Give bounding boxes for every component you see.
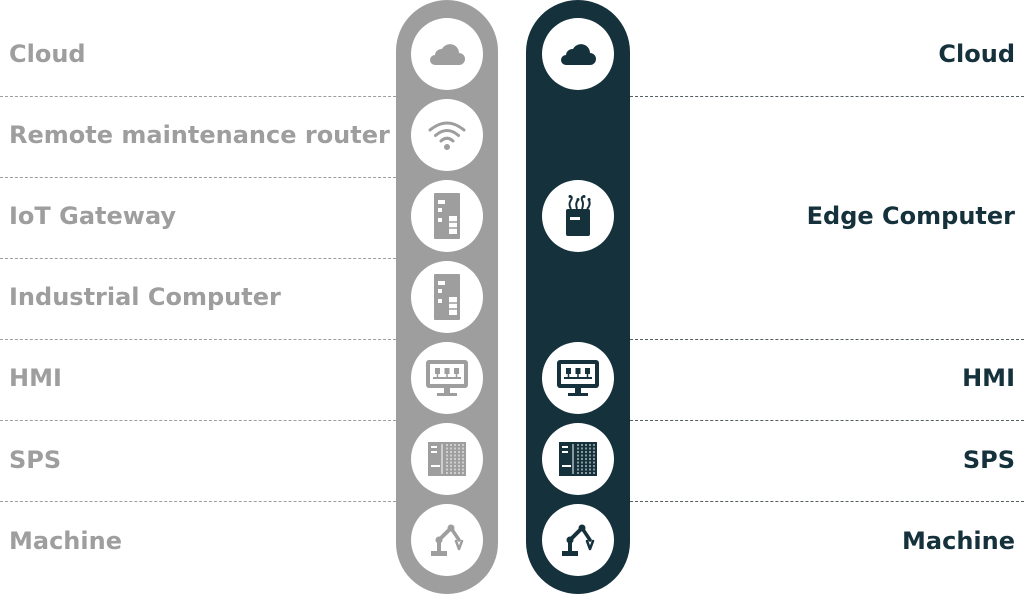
right-divider-3: [630, 420, 1024, 421]
right-label-cloud: Cloud: [938, 40, 1015, 68]
cloud-icon: [561, 44, 596, 65]
left-label-machine: Machine: [9, 527, 122, 555]
left-node-sps: [411, 423, 483, 495]
left-divider-4: [0, 339, 396, 340]
left-node-router: [411, 99, 483, 171]
edge-computer-icon: [566, 195, 591, 236]
left-divider-6: [0, 501, 396, 502]
left-divider-5: [0, 420, 396, 421]
robot-arm-icon: [562, 524, 595, 556]
left-label-iot-gateway: IoT Gateway: [9, 202, 177, 230]
left-label-remote-maintenance-router: Remote maintenance router: [9, 121, 390, 149]
right-label-hmi: HMI: [962, 364, 1015, 392]
industrial-computer-icon: [434, 274, 460, 320]
left-node-iot-gateway: [411, 180, 483, 252]
left-divider-1: [0, 96, 396, 97]
right-divider-1: [630, 96, 1024, 97]
right-node-machine: [542, 504, 614, 576]
plc-icon: [559, 442, 597, 476]
left-node-industrial-computer: [411, 261, 483, 333]
right-divider-4: [630, 501, 1024, 502]
left-node-machine: [411, 504, 483, 576]
left-divider-2: [0, 177, 396, 178]
right-divider-2: [630, 339, 1024, 340]
left-node-cloud: [411, 18, 483, 90]
left-label-sps: SPS: [9, 446, 62, 474]
left-divider-3: [0, 258, 396, 259]
right-node-edge-computer: [542, 180, 614, 252]
right-node-cloud: [542, 18, 614, 90]
robot-arm-icon: [431, 524, 464, 556]
left-stack: [396, 0, 498, 594]
left-label-cloud: Cloud: [9, 40, 86, 68]
right-label-sps: SPS: [962, 446, 1015, 474]
left-node-hmi: [411, 342, 483, 414]
hmi-monitor-icon: [426, 360, 468, 396]
gateway-device-icon: [434, 193, 460, 239]
left-label-hmi: HMI: [9, 364, 62, 392]
right-node-sps: [542, 423, 614, 495]
cloud-icon: [430, 44, 465, 65]
right-stack: [526, 0, 630, 594]
plc-icon: [428, 442, 466, 476]
left-label-industrial-computer: Industrial Computer: [9, 283, 281, 311]
right-label-machine: Machine: [902, 527, 1015, 555]
hmi-monitor-icon: [557, 360, 599, 396]
right-label-edge-computer: Edge Computer: [806, 202, 1015, 230]
wifi-icon: [428, 121, 466, 150]
right-node-hmi: [542, 342, 614, 414]
